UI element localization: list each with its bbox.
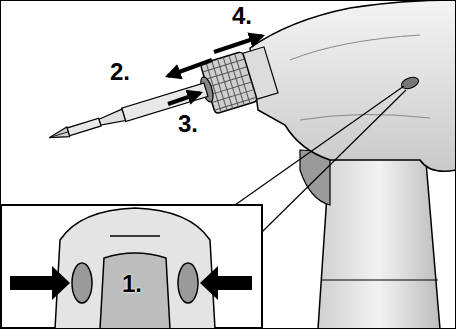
inset-panel [1, 205, 262, 329]
callout-number: 4. [232, 4, 252, 28]
drill-body [250, 0, 456, 171]
callout-number: 2. [110, 60, 130, 84]
drill-handle [300, 150, 440, 329]
callout-number: 3. [178, 112, 198, 136]
chuck-and-bit [42, 45, 279, 163]
motion-arrows [168, 36, 262, 104]
callout-number: 1. [122, 272, 142, 296]
